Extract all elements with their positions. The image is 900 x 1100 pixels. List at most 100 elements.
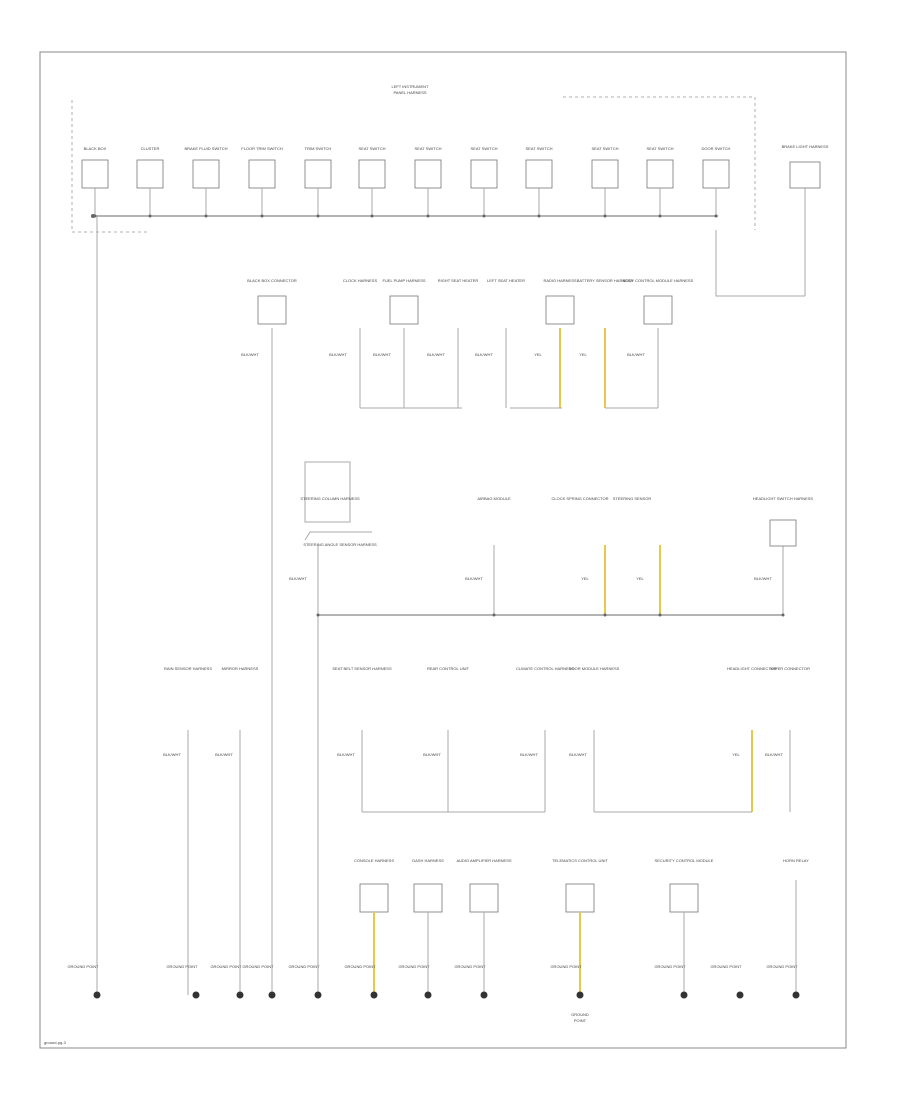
- row2-component-connector: [389, 295, 419, 325]
- row3-component-label: STEERING COLUMN HARNESS: [300, 496, 360, 501]
- row2-component-connector: [643, 295, 673, 325]
- ground-label: GROUND POINT: [550, 964, 582, 969]
- wire-tag: BLK/WHT: [520, 752, 538, 757]
- ground-label: GROUND POINT: [454, 964, 486, 969]
- top-component-label: BRAKE FLUID SWITCH: [184, 146, 227, 151]
- row4-component-label: REAR CONTROL UNIT: [427, 666, 470, 671]
- row2-component-label: RADIO HARNESS: [543, 278, 576, 283]
- ground-point: [424, 991, 432, 999]
- right-loop-wire: [715, 230, 805, 297]
- top-component-label: DOOR SWITCH: [702, 146, 731, 151]
- ground-label: GROUND POINT: [242, 964, 274, 969]
- top-component-label: SEAT SWITCH: [359, 146, 386, 151]
- row5-component-connector: [469, 883, 499, 913]
- row4-component-label: HEADLIGHT CONNECTOR: [727, 666, 777, 671]
- row2-component-label: BODY CONTROL MODULE HARNESS: [623, 278, 694, 283]
- wire-tag: BLK/WHT: [163, 752, 181, 757]
- wire-tag: BLK/WHT: [241, 352, 259, 357]
- bus-junction: [603, 613, 607, 617]
- bus-junction: [714, 214, 718, 218]
- top-component-connector: [470, 159, 498, 189]
- wire-tag: YEL: [636, 576, 644, 581]
- top-component-connector: [304, 159, 332, 189]
- wire-tag: BLK/WHT: [215, 752, 233, 757]
- row2-component-label: FUEL PUMP HARNESS: [382, 278, 425, 283]
- top-component-connector: [702, 159, 730, 189]
- bottom-ground-label-1: GROUND: [571, 1012, 589, 1017]
- row5-component-connector: [359, 883, 389, 913]
- wire-tag: BLK/WHT: [765, 752, 783, 757]
- bus-junction: [781, 613, 785, 617]
- row5-component-label: AUDIO AMPLIFIER HARNESS: [456, 858, 511, 863]
- row4-components: RAIN SENSOR HARNESS BLK/WHT MIRROR HARNESS…: [163, 666, 810, 995]
- ground-point: [792, 991, 800, 999]
- row4-component-label: RAIN SENSOR HARNESS: [164, 666, 212, 671]
- wire-tag: BLK/WHT: [475, 352, 493, 357]
- row5-component-label: CONSOLE HARNESS: [354, 858, 394, 863]
- bus-junction: [426, 214, 430, 218]
- wire-tag: BLK/WHT: [373, 352, 391, 357]
- ground-point: [480, 991, 488, 999]
- diagram-title-line-2: PANEL HARNESS: [393, 90, 426, 95]
- diagram-frame: [39, 51, 847, 1049]
- diagram-title-line-1: LEFT INSTRUMENT: [391, 84, 429, 89]
- row4-component-label: MIRROR HARNESS: [222, 666, 259, 671]
- bus-junction: [204, 214, 208, 218]
- wire-tag: YEL: [534, 352, 542, 357]
- ground-point: [268, 991, 276, 999]
- top-component-label: SEAT SWITCH: [647, 146, 674, 151]
- junction-box-inner: [304, 531, 372, 541]
- footer-code: ground-pg-3: [44, 1040, 67, 1045]
- top-component-connector: [192, 159, 220, 189]
- ground-point: [370, 991, 378, 999]
- ground-label: GROUND POINT: [67, 964, 99, 969]
- wire-tag: YEL: [581, 576, 589, 581]
- wire-tag: BLK/WHT: [465, 576, 483, 581]
- bus-junction: [658, 214, 662, 218]
- row5-component-label: TELEMATICS CONTROL UNIT: [552, 858, 608, 863]
- row3-component-label: AIRBAG MODULE: [477, 496, 511, 501]
- bus-junction: [370, 214, 374, 218]
- row4-component-label: SEAT BELT SENSOR HARNESS: [332, 666, 392, 671]
- row5-component-label: HORN RELAY: [783, 858, 809, 863]
- row3-component-label: HEADLIGHT SWITCH HARNESS: [753, 496, 813, 501]
- top-component-connector: [525, 159, 553, 189]
- top-component-label: SEAT SWITCH: [526, 146, 553, 151]
- top-component-label: CLUSTER: [141, 146, 160, 151]
- row2-component-label: BLACK BOX CONNECTOR: [247, 278, 297, 283]
- wire-tag: YEL: [579, 352, 587, 357]
- row4-component-label: WIPER CONNECTOR: [770, 666, 810, 671]
- wire-tag: BLK/WHT: [754, 576, 772, 581]
- ground-point: [236, 991, 244, 999]
- ground-label: GROUND POINT: [166, 964, 198, 969]
- bus-junction: [316, 613, 320, 617]
- top-component-label: FLOOR TRIM SWITCH: [241, 146, 283, 151]
- wire-tag: BLK/WHT: [627, 352, 645, 357]
- ground-label: GROUND POINT: [766, 964, 798, 969]
- top-component-label: SEAT SWITCH: [471, 146, 498, 151]
- top-component-connector: [136, 159, 164, 189]
- ground-label: GROUND POINT: [398, 964, 430, 969]
- row2-component-label: LEFT SEAT HEATER: [487, 278, 525, 283]
- dashed-bracket-left: [71, 100, 150, 233]
- wire-tag: BLK/WHT: [569, 752, 587, 757]
- ground-label: GROUND POINT: [210, 964, 242, 969]
- row5-component-connector: [669, 883, 699, 913]
- wire-tag: BLK/WHT: [423, 752, 441, 757]
- right-top-connector: [789, 161, 821, 189]
- right-top-component: BRAKE LIGHT HARNESS: [715, 144, 829, 297]
- row4-component-label: DOOR MODULE HARNESS: [569, 666, 620, 671]
- ground-point: [680, 991, 688, 999]
- bus-junction: [537, 214, 541, 218]
- bus-junction: [316, 214, 320, 218]
- ground-point: [576, 991, 584, 999]
- wire-tag: BLK/WHT: [337, 752, 355, 757]
- top-component-connector: [358, 159, 386, 189]
- row5-component-label: SECURITY CONTROL MODULE: [655, 858, 714, 863]
- wire-tag: YEL: [732, 752, 740, 757]
- dashed-bracket-right: [563, 96, 756, 230]
